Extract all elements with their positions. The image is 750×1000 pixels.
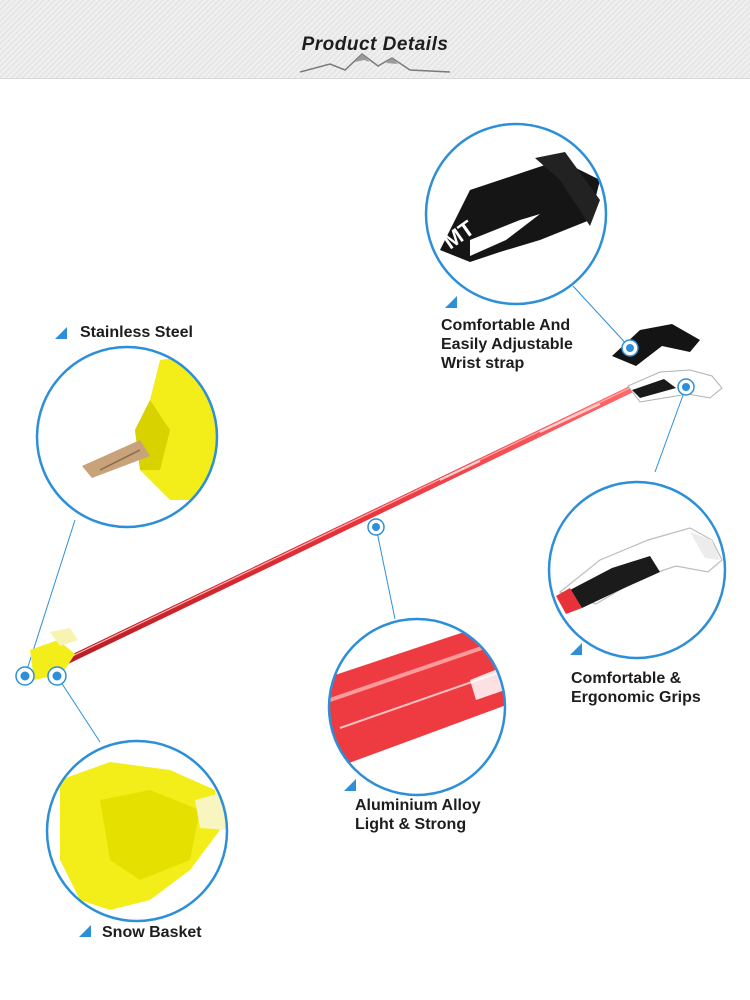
mountain-icon [300, 53, 450, 73]
wrist-strap-label: Comfortable And Easily Adjustable Wrist … [441, 317, 573, 372]
grips-label: Comfortable & Ergonomic Grips [571, 670, 701, 706]
stainless-steel-detail-circle [35, 345, 219, 529]
alloy-label: Aluminium Alloy Light & Strong [355, 797, 481, 833]
callout-dot-icon [47, 666, 67, 686]
stainless-steel-label: Stainless Steel [80, 324, 193, 341]
callout-dots [15, 339, 695, 686]
triangle-marker-icon [55, 327, 67, 339]
triangle-marker-icon [344, 779, 356, 791]
alloy-detail-circle [327, 617, 507, 797]
connector-lines [24, 285, 687, 743]
triangle-marker-icon [570, 643, 582, 655]
callout-dot-icon [367, 518, 385, 536]
wrist-strap-detail-circle: MT [424, 122, 608, 306]
callout-dot-icon [15, 666, 35, 686]
grips-detail-circle [547, 480, 727, 660]
snow-basket-detail-circle [45, 739, 229, 923]
triangle-marker-icon [79, 925, 91, 937]
triangle-marker-icon [445, 296, 457, 308]
header-band [0, 0, 750, 79]
page-title: Product Details [301, 34, 449, 55]
snow-basket-label: Snow Basket [102, 924, 202, 941]
callout-dot-icon [621, 339, 639, 357]
callout-dot-icon [677, 378, 695, 396]
